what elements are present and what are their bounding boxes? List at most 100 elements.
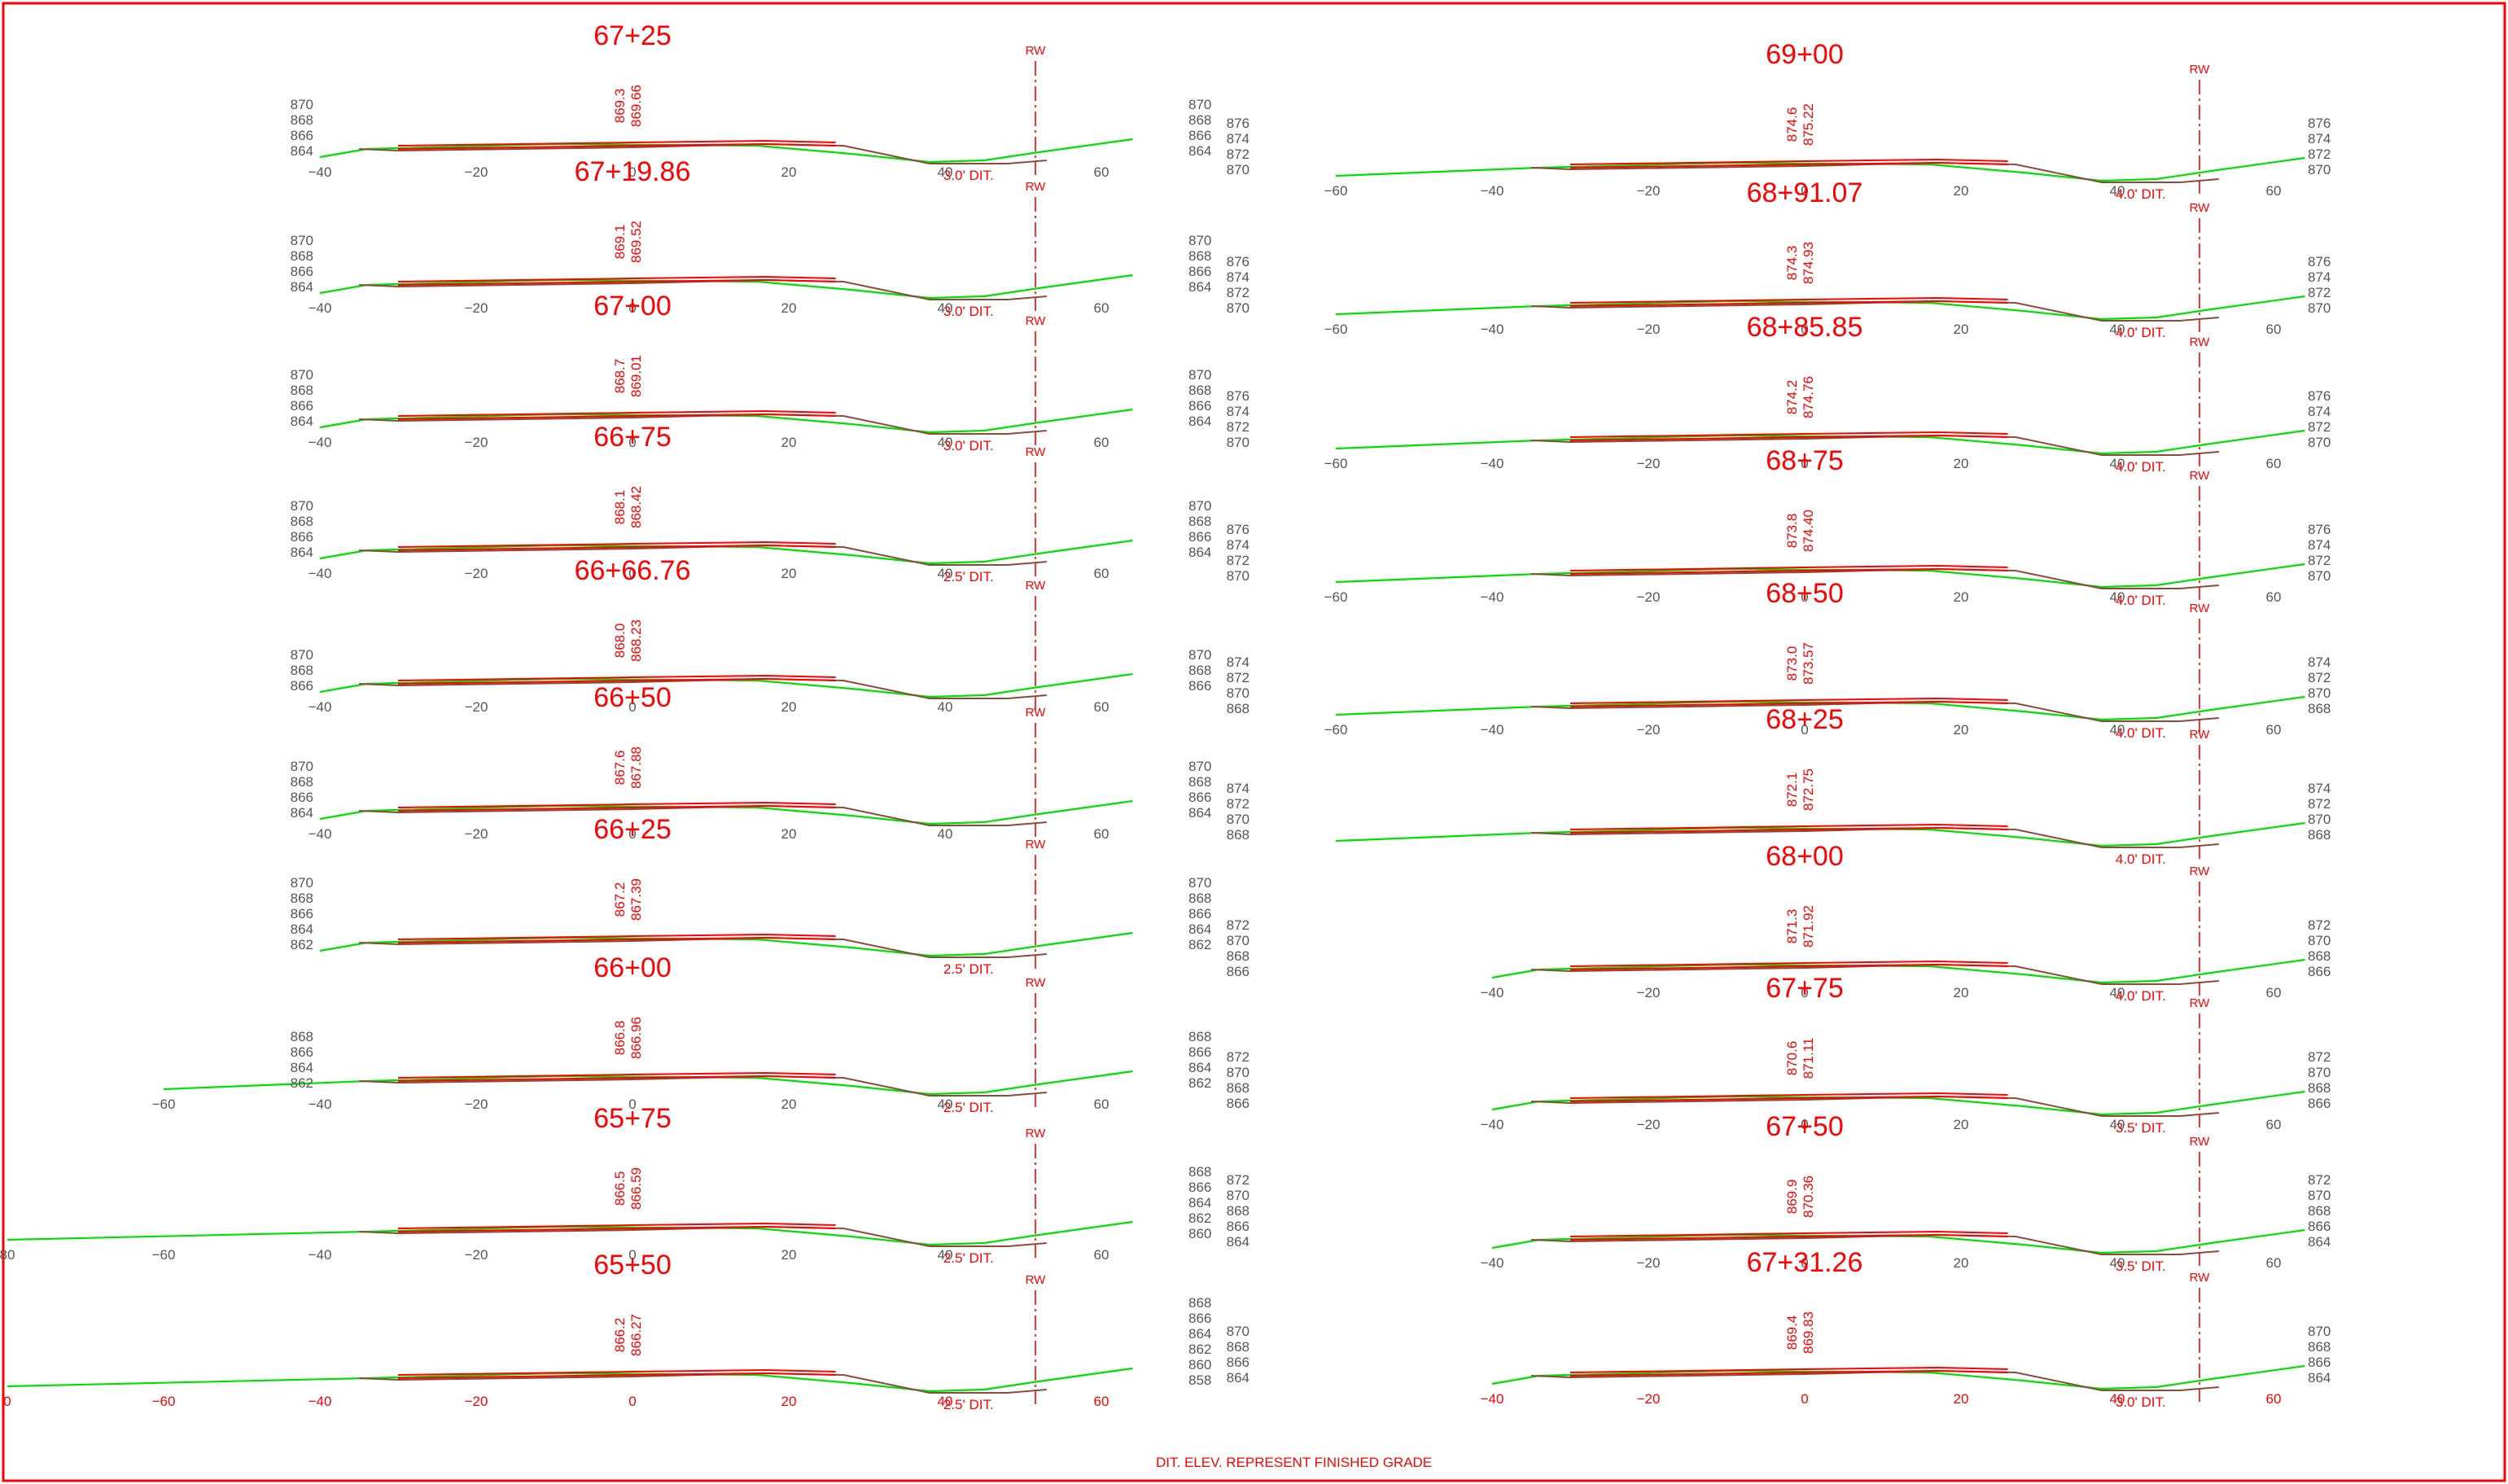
station-label: 67+31.26: [1747, 1247, 1863, 1278]
centerline-existing-elev: 869.4: [1784, 1315, 1800, 1350]
station-label: 67+00: [593, 291, 672, 322]
right-elevation-label: 868: [1188, 891, 1211, 906]
left-elevation-label: 868: [291, 774, 313, 790]
right-elevation-label: 868: [1188, 774, 1211, 790]
existing-ground-line: [1335, 695, 2305, 721]
right-elevation-label: 868: [2308, 1080, 2331, 1096]
offset-tick-label: 40: [2110, 322, 2125, 337]
offset-tick-label: 0: [628, 699, 636, 715]
left-elevation-label: 864: [1227, 1370, 1250, 1386]
offset-tick-label: −20: [1637, 322, 1661, 337]
pavement-top-line: [397, 1368, 836, 1376]
ditch-depth-label: 4.0' DIT.: [2116, 325, 2166, 340]
existing-ground-line: [7, 1367, 1133, 1393]
offset-tick-label: 60: [1094, 699, 1110, 715]
ditch-depth-label: 3.0' DIT.: [943, 168, 994, 183]
left-elevation-label: 876: [1227, 116, 1250, 131]
offset-tick-label: −40: [1481, 1117, 1504, 1132]
pavement-bottom-line: [397, 278, 836, 286]
right-elevation-label: 872: [2308, 419, 2331, 435]
offset-tick-label: 60: [2266, 1117, 2282, 1132]
offset-tick-label: 20: [1954, 722, 1969, 738]
offset-tick-label: −40: [1481, 183, 1504, 199]
right-elevation-label: 870: [1188, 498, 1211, 514]
left-elevation-label: 868: [1227, 827, 1250, 843]
offset-tick-label: 60: [1094, 1394, 1110, 1409]
right-of-way-label: RW: [1026, 579, 1047, 593]
right-of-way-label: RW: [1026, 180, 1047, 194]
offset-tick-label: 20: [781, 1097, 797, 1112]
left-elevation-label: 868: [291, 112, 313, 128]
pavement-bottom-line: [1569, 567, 2008, 575]
left-elevation-label: 874: [1227, 404, 1250, 419]
pavement-top-line: [397, 674, 836, 681]
pavement-bottom-line: [397, 677, 836, 685]
right-elevation-label: 866: [1188, 398, 1211, 414]
right-elevation-label: 872: [2308, 553, 2331, 568]
offset-tick-label: −40: [309, 1097, 332, 1112]
right-elevation-label: 868: [2308, 1339, 2331, 1355]
right-of-way-label: RW: [2190, 996, 2211, 1010]
right-elevation-label: 872: [2308, 670, 2331, 685]
left-elevation-label: 870: [1227, 568, 1250, 584]
offset-tick-label: −40: [309, 566, 332, 581]
right-elevation-label: 876: [2308, 522, 2331, 537]
pavement-top-line: [397, 801, 836, 808]
offset-tick-label: 60: [2266, 1255, 2282, 1271]
pavement-top-line: [1569, 564, 2008, 571]
offset-tick-label: 20: [1954, 1391, 1969, 1407]
centerline-proposed-elev: 869.01: [628, 355, 644, 397]
offset-tick-label: 20: [1954, 985, 1969, 1000]
right-elevation-label: 868: [1188, 248, 1211, 264]
pavement-top-line: [1569, 1366, 2008, 1373]
centerline-existing-elev: 874.6: [1784, 107, 1800, 142]
centerline-existing-elev: 867.6: [612, 751, 628, 786]
left-elevation-label: 872: [1227, 796, 1250, 812]
left-elevation-label: 870: [291, 233, 313, 248]
right-of-way-label: RW: [1026, 1127, 1047, 1140]
left-elevation-label: 874: [1227, 269, 1250, 285]
ditch-depth-label: 4.0' DIT.: [2116, 851, 2166, 867]
offset-tick-label: −40: [1481, 722, 1504, 738]
grade-note: DIT. ELEV. REPRESENT FINISHED GRADE: [1156, 1455, 1432, 1470]
centerline-existing-elev: 868.1: [612, 490, 628, 525]
left-elevation-label: 866: [291, 128, 313, 143]
offset-tick-label: −20: [465, 300, 488, 316]
left-elevation-label: 870: [1227, 1324, 1250, 1339]
offset-tick-label: −60: [1324, 322, 1348, 337]
pavement-bottom-line: [397, 544, 836, 551]
right-elevation-label: 876: [2308, 388, 2331, 404]
offset-tick-label: 0: [1801, 183, 1808, 199]
offset-tick-label: −20: [465, 1097, 488, 1112]
station-label: 67+50: [1766, 1111, 1844, 1142]
offset-tick-label: 40: [938, 164, 953, 180]
left-elevation-label: 866: [291, 790, 313, 805]
left-elevation-label: 868: [291, 1029, 313, 1044]
right-elevation-label: 872: [2308, 147, 2331, 162]
right-elevation-label: 874: [2308, 537, 2331, 553]
offset-tick-label: 60: [2266, 183, 2282, 199]
right-elevation-label: 858: [1188, 1372, 1211, 1388]
existing-ground-line: [1491, 958, 2305, 984]
centerline-proposed-elev: 871.11: [1801, 1038, 1816, 1079]
centerline-existing-elev: 869.9: [1784, 1180, 1800, 1215]
right-elevation-label: 864: [1188, 1195, 1211, 1210]
right-elevation-label: 864: [1188, 545, 1211, 560]
pavement-top-line: [1569, 1092, 2008, 1099]
offset-tick-label: 0: [628, 1097, 636, 1112]
offset-tick-label: −40: [1481, 985, 1504, 1000]
centerline-existing-elev: 866.2: [612, 1318, 628, 1353]
pavement-bottom-line: [1569, 1095, 2008, 1102]
station-label: 69+00: [1766, 39, 1844, 70]
offset-tick-label: 60: [2266, 589, 2282, 605]
offset-tick-label: −60: [1324, 589, 1348, 605]
right-elevation-label: 868: [2308, 1203, 2331, 1219]
